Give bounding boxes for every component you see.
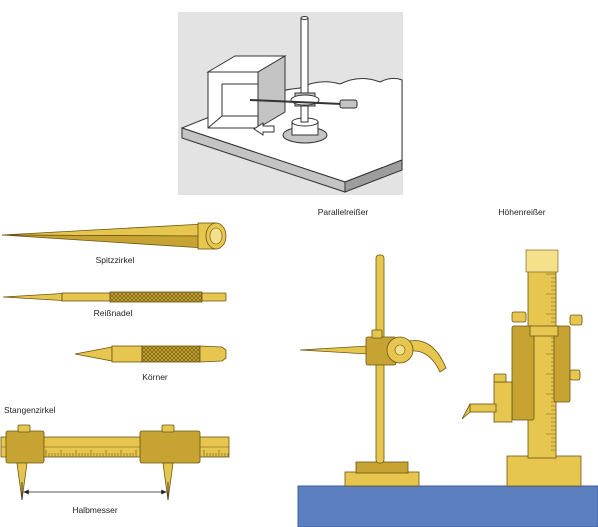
hoehenreisser-scriber-tip bbox=[462, 404, 470, 419]
hoehenreisser-lock-knob-left bbox=[512, 312, 526, 322]
base-plate bbox=[298, 486, 598, 527]
hoehenreisser-lock-knob-right bbox=[570, 370, 580, 380]
stangenzirkel-left-head bbox=[6, 431, 44, 463]
halbmesser-dimension bbox=[22, 482, 168, 500]
reissnadel-label: Reißnadel bbox=[94, 308, 133, 318]
spitzzirkel-label: Spitzzirkel bbox=[96, 255, 135, 265]
hoehenreisser-holder-knob bbox=[494, 374, 506, 382]
reissnadel-end bbox=[202, 293, 226, 301]
hoehenreisser-column-cap bbox=[526, 250, 558, 272]
hoehenreisser-scriber-arm bbox=[470, 404, 496, 412]
spitzzirkel-leg-lower bbox=[2, 235, 204, 248]
koerner-tip bbox=[75, 347, 112, 361]
stangenzirkel-right-head bbox=[140, 431, 200, 463]
parallelreisser-clamp-screw bbox=[372, 330, 382, 338]
stangenzirkel-tool bbox=[1, 425, 229, 500]
parallelreisser-foot-step bbox=[356, 462, 408, 473]
hoehenreisser-slider-right bbox=[554, 326, 570, 402]
gauge-scriber-handle bbox=[340, 100, 357, 108]
hoehenreisser-scriber-holder bbox=[494, 382, 512, 422]
hoehenreisser-slider-bridge bbox=[530, 326, 558, 336]
reissnadel-shaft bbox=[62, 293, 110, 301]
hoehenreisser-lock-knob-top-right bbox=[570, 315, 582, 325]
koerner-shaft bbox=[112, 346, 142, 362]
parallelreisser-scriber-needle bbox=[300, 346, 368, 354]
halbmesser-label: Halbmesser bbox=[72, 505, 118, 515]
parallelreisser-tool bbox=[300, 255, 446, 486]
hoehenreisser-tool bbox=[462, 250, 582, 486]
hoehenreisser-slider-left bbox=[512, 326, 534, 420]
hoehenreisser-label: Höhenreißer bbox=[498, 207, 545, 217]
koerner-knurled-grip bbox=[142, 346, 200, 362]
parallelreisser-label: Parallelreißer bbox=[318, 207, 369, 217]
gauge-rod-cap bbox=[301, 17, 308, 20]
channel-workpiece bbox=[208, 56, 285, 128]
koerner-label: Körner bbox=[142, 372, 168, 382]
reissnadel-tip bbox=[3, 294, 62, 301]
spitzzirkel-leg-upper bbox=[2, 224, 204, 236]
spitzzirkel-tool bbox=[2, 223, 226, 249]
hoehenreisser-base bbox=[507, 456, 581, 486]
reissnadel-knurled-grip bbox=[110, 292, 202, 302]
spitzzirkel-joint-hole bbox=[210, 228, 222, 244]
workshop-sketch bbox=[178, 12, 403, 195]
koerner-tool bbox=[75, 346, 226, 362]
stangenzirkel-label: Stangenzirkel bbox=[4, 405, 56, 415]
stangenzirkel-right-knob bbox=[162, 425, 174, 432]
parallelreisser-wheel-hub bbox=[395, 345, 405, 355]
koerner-head bbox=[200, 346, 226, 362]
reissnadel-tool bbox=[3, 292, 226, 302]
stangenzirkel-left-knob bbox=[18, 425, 30, 432]
parallelreisser-foot bbox=[345, 472, 419, 486]
